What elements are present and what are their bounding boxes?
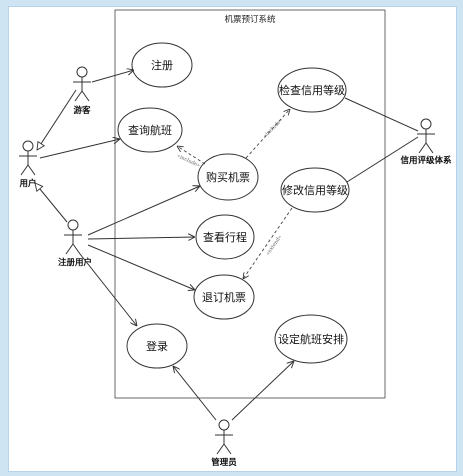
actor-passenger-label: 游客 <box>73 105 91 116</box>
system-boundary <box>114 9 386 399</box>
actor-credit-system-label: 信用评级体系 <box>400 155 452 166</box>
system-title: 机票预订系统 <box>224 14 276 25</box>
usecase-query-flights-label: 查询航班 <box>128 123 172 137</box>
association-credit-check <box>344 97 419 132</box>
actor-user-label: 用户 <box>18 178 36 189</box>
include-buy-query-label: «include» <box>176 153 201 169</box>
extend-modify-refund <box>243 207 293 279</box>
usecase-register-label: 注册 <box>151 58 173 72</box>
extend-modify-refund-label: «extend» <box>265 234 283 257</box>
usecase-modify-credit[interactable]: 修改信用等级 <box>280 167 350 213</box>
include-buy-check-label: «include» <box>262 117 284 139</box>
association-admin-login <box>173 366 217 421</box>
usecase-set-schedule-label: 设定航班安排 <box>278 332 344 346</box>
actor-registered-user[interactable] <box>64 219 82 255</box>
association-passenger-register <box>91 70 134 83</box>
usecase-login[interactable]: 登录 <box>126 323 188 369</box>
association-reguser-buy <box>87 186 200 236</box>
generalization-passenger-user <box>37 89 77 150</box>
usecase-query-flights[interactable]: 查询航班 <box>117 107 183 153</box>
generalization-registered-user <box>35 183 68 223</box>
usecase-register[interactable]: 注册 <box>131 42 193 88</box>
usecase-modify-credit-label: 修改信用等级 <box>282 183 348 197</box>
actor-admin[interactable] <box>215 419 233 455</box>
include-buy-query <box>177 146 206 165</box>
actor-admin-label: 管理员 <box>211 457 237 468</box>
association-user-query <box>39 139 120 159</box>
usecase-refund-ticket-label: 退订机票 <box>202 290 246 304</box>
usecase-buy-ticket-label: 购买机票 <box>206 170 250 184</box>
usecase-view-itinerary-label: 查看行程 <box>203 230 247 244</box>
usecase-buy-ticket[interactable]: 购买机票 <box>197 153 259 201</box>
association-reguser-refund <box>87 244 195 290</box>
usecase-check-credit-label: 检查信用等级 <box>279 83 345 97</box>
usecase-refund-ticket[interactable]: 退订机票 <box>193 274 255 320</box>
actor-user[interactable] <box>19 140 37 176</box>
usecase-check-credit[interactable]: 检查信用等级 <box>277 67 347 113</box>
actor-passenger[interactable] <box>73 66 91 102</box>
association-reguser-login <box>79 253 137 326</box>
association-admin-schedule <box>231 361 294 421</box>
actor-credit-system[interactable] <box>417 118 435 154</box>
association-reguser-itinerary <box>87 237 195 239</box>
usecase-view-itinerary[interactable]: 查看行程 <box>195 214 255 260</box>
usecase-login-label: 登录 <box>146 339 168 353</box>
actor-registered-user-label: 注册用户 <box>58 257 92 268</box>
usecase-set-schedule[interactable]: 设定航班安排 <box>274 314 348 364</box>
association-credit-modify <box>346 136 419 183</box>
